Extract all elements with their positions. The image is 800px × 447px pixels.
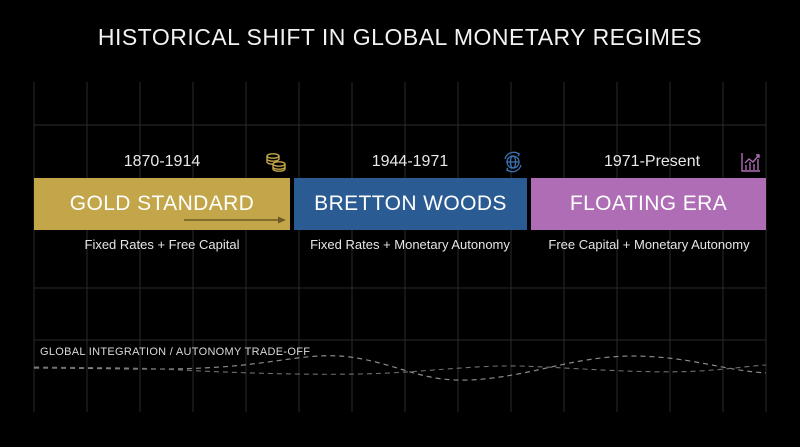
era-dates-gold: 1870-1914 xyxy=(123,153,201,170)
chart-up-icon xyxy=(741,153,760,172)
era-dates-floating: 1971-Present xyxy=(603,153,701,170)
tradeoff-label: GLOBAL INTEGRATION / AUTONOMY TRADE-OFF xyxy=(40,346,311,358)
era-name: GOLD STANDARD xyxy=(69,192,255,215)
era-traits-floating: Free Capital + Monetary Autonomy xyxy=(548,237,750,252)
era-band-bretton-woods: BRETTON WOODS xyxy=(294,178,527,230)
era-traits-bretton: Fixed Rates + Monetary Autonomy xyxy=(310,237,510,252)
era-name: FLOATING ERA xyxy=(569,192,728,215)
diagram-title: HISTORICAL SHIFT IN GLOBAL MONETARY REGI… xyxy=(97,24,703,50)
arrow-right-icon xyxy=(184,216,286,224)
coins-stack-icon xyxy=(266,153,286,172)
globe-exchange-icon xyxy=(504,151,522,173)
era-band-gold-standard: GOLD STANDARD xyxy=(34,178,290,230)
era-name: BRETTON WOODS xyxy=(314,192,507,215)
era-dates-bretton: 1944-1971 xyxy=(371,153,449,170)
era-band-floating-era: FLOATING ERA xyxy=(531,178,766,230)
era-traits-gold: Fixed Rates + Free Capital xyxy=(84,237,240,252)
